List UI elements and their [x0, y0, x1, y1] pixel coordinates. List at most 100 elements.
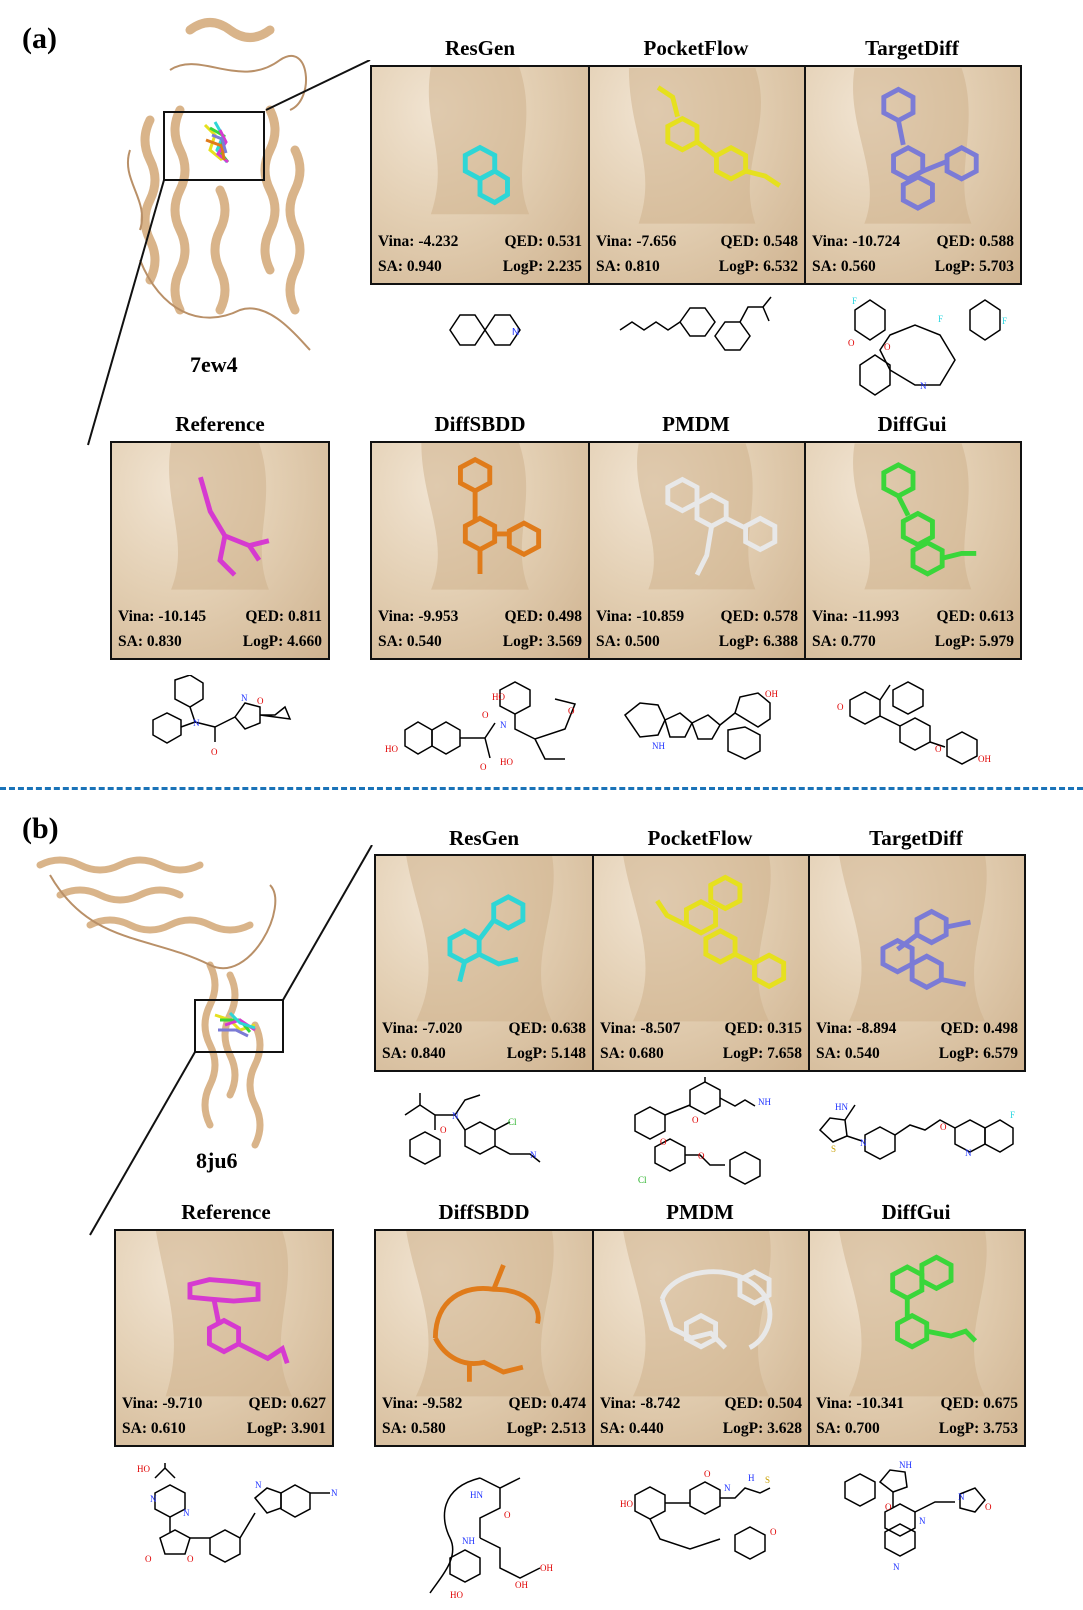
title-b-pocketflow: PocketFlow: [647, 826, 753, 850]
ligand-diffsbdd: [458, 456, 542, 574]
title-a-diffsbdd: DiffSBDD: [434, 412, 526, 436]
vina-a-resgen: Vina: -4.232: [378, 233, 459, 250]
ligand-diffgui-b: [890, 1254, 978, 1350]
sa-a-pmdm: SA: 0.500: [596, 633, 660, 650]
sa-a-diffsbdd: SA: 0.540: [378, 633, 442, 650]
qed-b-pmdm: QED: 0.504: [724, 1395, 803, 1412]
protein-ribbon-8ju6: [36, 856, 284, 1149]
svg-text:O: O: [837, 702, 844, 712]
svg-text:N: N: [331, 1488, 338, 1498]
qed-b-diffgui: QED: 0.675: [940, 1395, 1019, 1412]
svg-text:O: O: [848, 338, 855, 348]
svg-text:O: O: [568, 706, 575, 716]
vina-b-resgen: Vina: -7.020: [382, 1020, 463, 1037]
logp-b-resgen: LogP: 5.148: [506, 1045, 586, 1062]
section-divider: [0, 787, 1083, 790]
svg-text:HO: HO: [620, 1499, 633, 1509]
title-b-diffgui: DiffGui: [881, 1200, 951, 1224]
logp-a-diffgui: LogP: 5.979: [934, 633, 1014, 650]
protein-id-8ju6: 8ju6: [196, 1148, 238, 1173]
svg-text:O: O: [482, 710, 489, 720]
svg-text:F: F: [1010, 1110, 1015, 1120]
ligand-targetdiff: [881, 86, 979, 211]
svg-text:HO: HO: [500, 757, 513, 767]
qed-a-targetdiff: QED: 0.588: [936, 233, 1015, 250]
svg-text:NH: NH: [899, 1460, 912, 1470]
sa-b-targetdiff: SA: 0.540: [816, 1045, 880, 1062]
logp-b-pmdm: LogP: 3.628: [722, 1420, 802, 1437]
qed-a-resgen: QED: 0.531: [504, 233, 583, 250]
svg-text:O: O: [985, 1502, 992, 1512]
sa-b-reference: SA: 0.610: [122, 1420, 186, 1437]
qed-b-pocketflow: QED: 0.315: [724, 1020, 803, 1037]
logp-b-targetdiff: LogP: 6.579: [938, 1045, 1018, 1062]
svg-text:O: O: [187, 1554, 194, 1564]
svg-text:OH: OH: [515, 1580, 528, 1590]
svg-text:F: F: [852, 296, 857, 306]
title-b-diffsbdd: DiffSBDD: [438, 1200, 530, 1224]
svg-text:O: O: [698, 1151, 705, 1161]
svg-text:N: N: [530, 1150, 537, 1160]
svg-text:NH: NH: [462, 1536, 475, 1546]
vina-a-targetdiff: Vina: -10.724: [812, 233, 901, 250]
ligand-diffgui: [881, 462, 977, 577]
ligand-pmdm-b: [659, 1269, 773, 1350]
svg-text:N: N: [512, 327, 519, 338]
logp-a-pocketflow: LogP: 6.532: [718, 258, 798, 275]
qed-b-reference: QED: 0.627: [248, 1395, 327, 1412]
logp-a-resgen: LogP: 2.235: [502, 258, 582, 275]
title-b-resgen: ResGen: [449, 826, 519, 850]
svg-text:OH: OH: [540, 1563, 553, 1573]
svg-text:O: O: [660, 1137, 667, 1147]
sa-a-pocketflow: SA: 0.810: [596, 258, 660, 275]
svg-text:O: O: [704, 1469, 711, 1479]
vina-a-reference: Vina: -10.145: [118, 608, 207, 625]
qed-b-resgen: QED: 0.638: [508, 1020, 587, 1037]
sa-b-diffsbdd: SA: 0.580: [382, 1420, 446, 1437]
sa-a-reference: SA: 0.830: [118, 633, 182, 650]
vina-a-diffsbdd: Vina: -9.953: [378, 608, 459, 625]
svg-text:N: N: [193, 718, 200, 728]
ligand-targetdiff-b: [880, 908, 971, 991]
sa-b-resgen: SA: 0.840: [382, 1045, 446, 1062]
svg-text:O: O: [885, 1502, 892, 1512]
svg-text:N: N: [150, 1494, 157, 1504]
svg-text:OH: OH: [978, 754, 991, 764]
qed-a-pmdm: QED: 0.578: [720, 608, 799, 625]
svg-text:HO: HO: [450, 1590, 463, 1600]
panel-label-a: (a): [22, 22, 57, 55]
sa-b-pmdm: SA: 0.440: [600, 1420, 664, 1437]
logp-a-reference: LogP: 4.660: [242, 633, 322, 650]
structure-2d-a-pocketflow: [619, 296, 772, 351]
panel-label-b: (b): [22, 812, 59, 845]
svg-text:HO: HO: [385, 744, 398, 754]
svg-text:O: O: [692, 1115, 699, 1125]
ligand-diffsbdd-b: [432, 1264, 541, 1382]
svg-text:F: F: [938, 314, 943, 324]
vina-a-diffgui: Vina: -11.993: [812, 608, 900, 625]
svg-text:S: S: [831, 1144, 836, 1154]
svg-text:O: O: [257, 696, 264, 706]
ligand-pocketflow-b: [655, 874, 787, 990]
svg-text:OH: OH: [765, 689, 778, 699]
svg-text:O: O: [211, 747, 218, 757]
svg-text:N: N: [965, 1148, 972, 1158]
svg-text:H: H: [748, 1473, 755, 1483]
svg-text:N: N: [860, 1138, 867, 1148]
logp-b-diffsbdd: LogP: 2.513: [506, 1420, 586, 1437]
ligand-pocketflow: [656, 85, 782, 188]
svg-text:O: O: [884, 342, 891, 352]
